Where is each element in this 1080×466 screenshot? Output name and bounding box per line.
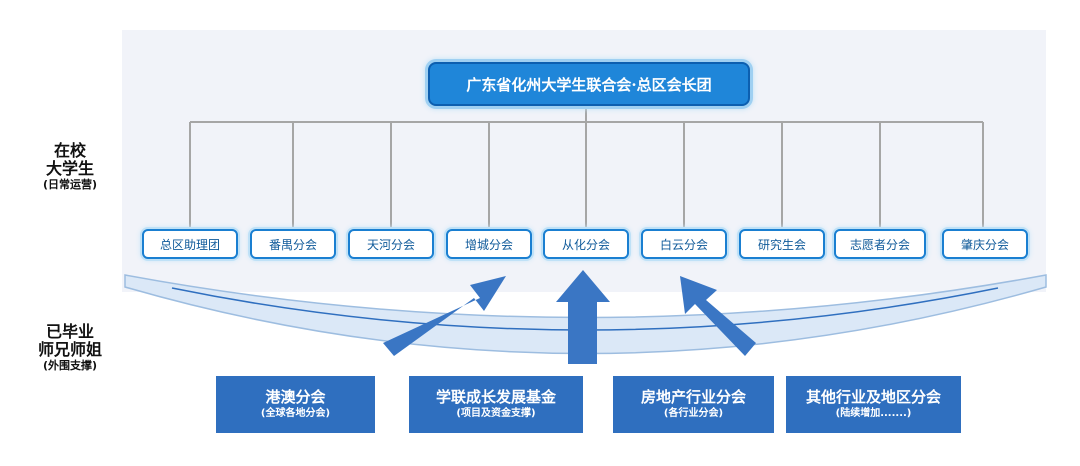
support-box-1: 港澳分会 (全球各地分会): [216, 376, 375, 433]
graduates-label: 已毕业 师兄师姐 (外围支撑): [18, 323, 122, 373]
arrow-to-baiyun: [680, 276, 756, 356]
branch-4: 增城分会: [446, 229, 532, 259]
support-box-4: 其他行业及地区分会 (陆续增加.......): [786, 376, 961, 433]
support-box-2-title: 学联成长发展基金: [435, 388, 556, 406]
graduates-label-note: (外围支撑): [42, 359, 98, 372]
branch-7: 研究生会: [739, 229, 825, 259]
support-box-3: 房地产行业分会 (各行业分会): [613, 376, 774, 433]
branch-6: 白云分会: [641, 229, 727, 259]
branch-8: 志愿者分会: [834, 229, 926, 259]
graduates-label-line2: 师兄师姐: [37, 340, 102, 359]
graduates-label-line1: 已毕业: [45, 322, 94, 341]
support-box-4-title: 其他行业及地区分会: [805, 388, 941, 406]
support-box-2: 学联成长发展基金 (项目及资金支撑): [409, 376, 583, 433]
students-label-note: (日常运营): [42, 178, 98, 191]
org-connectors: [189, 104, 984, 231]
branch-2: 番禺分会: [250, 229, 336, 259]
branch-9: 肇庆分会: [942, 229, 1028, 259]
arrow-to-conghua: [556, 270, 610, 364]
arrow-to-zengcheng: [383, 276, 506, 356]
support-box-4-sub: (陆续增加.......): [835, 408, 912, 419]
branch-1: 总区助理团: [142, 229, 238, 259]
students-label-line1: 在校: [53, 141, 86, 160]
students-label: 在校 大学生 (日常运营): [20, 142, 120, 192]
support-arc: [124, 274, 1047, 355]
support-box-3-sub: (各行业分会): [663, 408, 724, 419]
support-box-1-sub: (全球各地分会): [260, 408, 331, 419]
support-box-2-sub: (项目及资金支撑): [456, 408, 536, 419]
branch-5: 从化分会: [543, 229, 629, 259]
students-label-line2: 大学生: [45, 159, 94, 178]
branch-3: 天河分会: [348, 229, 434, 259]
top-box-presidium: 广东省化州大学生联合会·总区会长团: [428, 62, 750, 106]
support-box-3-title: 房地产行业分会: [640, 388, 746, 406]
support-box-1-title: 港澳分会: [265, 388, 326, 406]
